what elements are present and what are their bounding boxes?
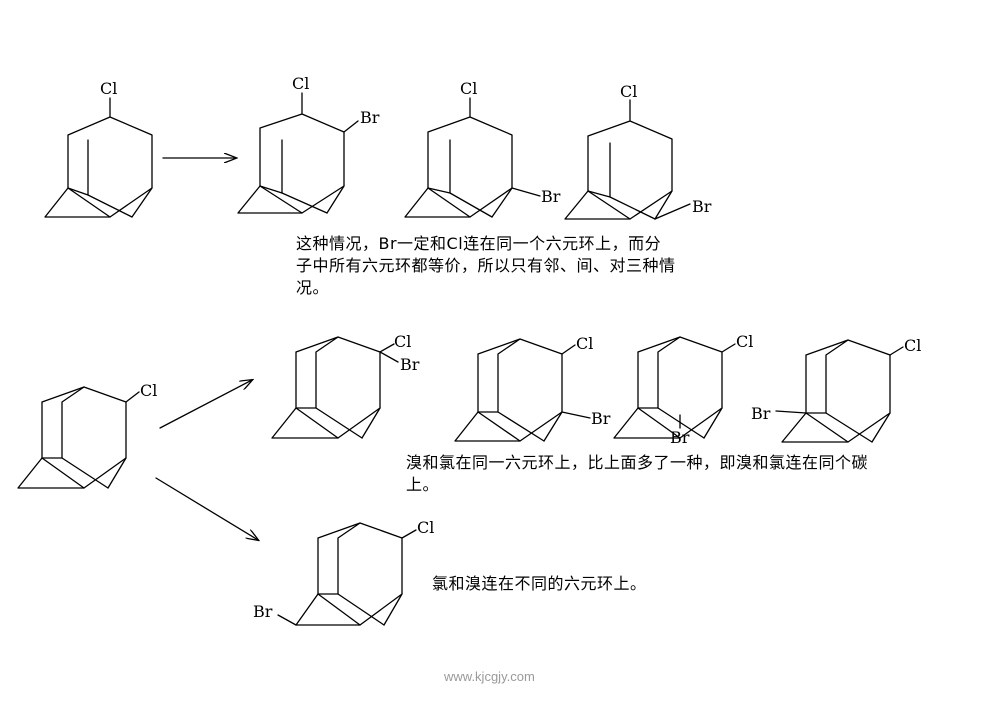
structure-2-chloroadamantane: Cl [17,381,157,489]
structure-adjacent-br: Cl Br [237,74,380,214]
bromine-label: Br [400,355,420,374]
chlorine-label: Cl [100,79,117,98]
chlorine-label: Cl [736,332,753,351]
reaction-arrow-lower [155,477,258,540]
reaction-arrow-upper [159,380,252,429]
structure-same-ring-br-2: Cl Br [613,332,753,447]
chlorine-label: Cl [904,336,921,355]
chlorine-label: Cl [292,74,309,93]
structure-different-ring-br: Cl Br [253,518,434,626]
bromine-label: Br [670,428,690,447]
structure-para-br: Cl Br [564,82,712,220]
chlorine-label: Cl [576,334,593,353]
note-mono-substitution: 这种情况，Br一定和Cl连在同一个六元环上，而分子中所有六元环都等价，所以只有邻… [296,234,676,297]
structure-same-ring-br-1: Cl Br [454,334,611,442]
bromine-label: Br [541,187,561,206]
chlorine-label: Cl [620,82,637,101]
note-same-ring: 溴和氯在同一六元环上，比上面多了一种，即溴和氯连在同个碳上。 [406,453,869,494]
structure-same-ring-br-3: Cl Br [751,336,921,443]
bromine-label: Br [360,108,380,127]
chlorine-label: Cl [140,381,157,400]
bromine-label: Br [253,602,273,621]
bromine-label: Br [751,404,771,423]
structure-geminal-cl-br: Cl Br [271,332,420,439]
note-different-ring: 氯和溴连在不同的六元环上。 [432,574,647,593]
chlorine-label: Cl [460,79,477,98]
bromine-label: Br [591,409,611,428]
watermark-text: www.kjcgjy.com [444,669,535,684]
bromine-label: Br [692,197,712,216]
chlorine-label: Cl [394,332,411,351]
chlorine-label: Cl [417,518,434,537]
structure-1-chloroadamantane: Cl [44,79,153,218]
structure-meta-br: Cl Br [404,79,561,218]
